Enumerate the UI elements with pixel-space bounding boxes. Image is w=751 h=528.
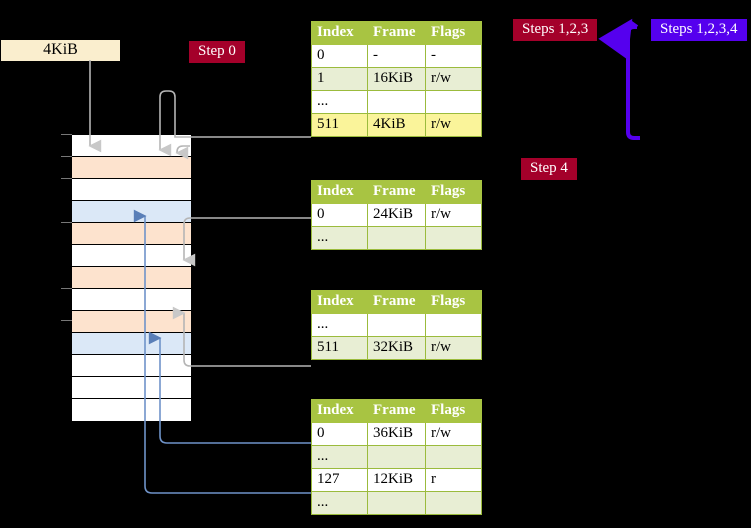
cell-index: ... (311, 226, 368, 250)
memory-row (72, 289, 191, 311)
column-header-frame: Frame (367, 399, 426, 423)
memory-tick (61, 178, 72, 179)
cell-index: 127 (311, 468, 368, 492)
cell-frame (367, 445, 426, 469)
column-header-flags: Flags (425, 21, 482, 45)
memory-row (72, 201, 191, 223)
table-row: ... (311, 491, 482, 515)
column-header-index: Index (311, 399, 368, 423)
memory-tick (61, 320, 72, 321)
cell-index: ... (311, 491, 368, 515)
cell-flags: r/w (425, 336, 482, 360)
cell-frame: - (367, 44, 426, 68)
memory-row (72, 377, 191, 399)
memory-row (72, 135, 191, 157)
memory-row (72, 355, 191, 377)
column-header-flags: Flags (425, 399, 482, 423)
cell-flags: r (425, 468, 482, 492)
column-header-index: Index (311, 180, 368, 204)
memory-tick (61, 222, 72, 223)
cell-index: 511 (311, 113, 368, 137)
column-header-index: Index (311, 290, 368, 314)
memory-row (72, 157, 191, 179)
wire-steps-1234-arrowhead (598, 18, 639, 60)
cell-frame: 12KiB (367, 468, 426, 492)
cell-frame: 36KiB (367, 422, 426, 446)
table-row: ... (311, 90, 482, 114)
memory-tick (61, 288, 72, 289)
cell-flags: - (425, 44, 482, 68)
cell-index: 0 (311, 203, 368, 227)
cell-flags (425, 226, 482, 250)
cell-flags (425, 313, 482, 337)
memory-row (72, 311, 191, 333)
cell-index: ... (311, 445, 368, 469)
memory-row (72, 179, 191, 201)
step-0-badge: Step 0 (189, 41, 245, 63)
cell-flags: r/w (425, 113, 482, 137)
physical-memory-column (71, 134, 191, 421)
memory-size-label: 4KiB (1, 40, 120, 61)
column-header-frame: Frame (367, 21, 426, 45)
wire-steps-1234-bracket (626, 25, 640, 140)
cell-index: 0 (311, 422, 368, 446)
column-header-flags: Flags (425, 180, 482, 204)
column-header-frame: Frame (367, 290, 426, 314)
cell-index: 511 (311, 336, 368, 360)
cell-flags (425, 90, 482, 114)
cell-flags: r/w (425, 422, 482, 446)
cell-frame (367, 226, 426, 250)
step-4-badge: Step 4 (521, 158, 577, 180)
column-header-index: Index (311, 21, 368, 45)
memory-tick (61, 156, 72, 157)
column-header-flags: Flags (425, 290, 482, 314)
cell-frame: 24KiB (367, 203, 426, 227)
cell-frame: 32KiB (367, 336, 426, 360)
column-header-frame: Frame (367, 180, 426, 204)
memory-row (72, 333, 191, 355)
memory-row (72, 267, 191, 289)
wire-pd-511-to-memory (183, 315, 311, 367)
cell-flags (425, 445, 482, 469)
memory-row (72, 245, 191, 267)
table-row: ... (311, 445, 482, 469)
steps-1234-badge: Steps 1,2,3,4 (651, 19, 747, 41)
cell-index: 1 (311, 67, 368, 91)
cell-frame (367, 90, 426, 114)
wire-pt-127-to-memory (144, 414, 311, 494)
cell-index: ... (311, 90, 368, 114)
cell-flags: r/w (425, 67, 482, 91)
cell-flags (425, 491, 482, 515)
steps-123-badge: Steps 1,2,3 (513, 19, 598, 41)
cell-frame (367, 313, 426, 337)
cell-frame: 16KiB (367, 67, 426, 91)
cell-index: 0 (311, 44, 368, 68)
memory-row (72, 223, 191, 245)
cell-flags: r/w (425, 203, 482, 227)
memory-row (72, 399, 191, 421)
memory-tick (61, 134, 72, 135)
table-row: ... (311, 313, 482, 337)
cell-index: ... (311, 313, 368, 337)
table-row: 0-- (311, 44, 482, 68)
cell-frame (367, 491, 426, 515)
wire-pdpt-0-to-memory (183, 217, 311, 258)
table-row: ... (311, 226, 482, 250)
cell-frame: 4KiB (367, 113, 426, 137)
